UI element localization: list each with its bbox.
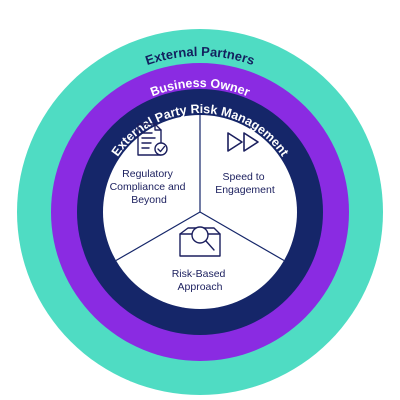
- divider-lower-right: [199, 211, 285, 262]
- segment-3-label: Risk-Based Approach: [172, 268, 229, 293]
- magnifier-box-icon: [179, 226, 221, 257]
- fast-forward-icon: [227, 132, 259, 152]
- segment-1-label: Regulatory Compliance and Beyond: [110, 168, 189, 206]
- segment-2-label: Speed to Engagement: [215, 171, 275, 196]
- divider-lower-left: [115, 211, 201, 262]
- document-check-icon: [137, 123, 168, 156]
